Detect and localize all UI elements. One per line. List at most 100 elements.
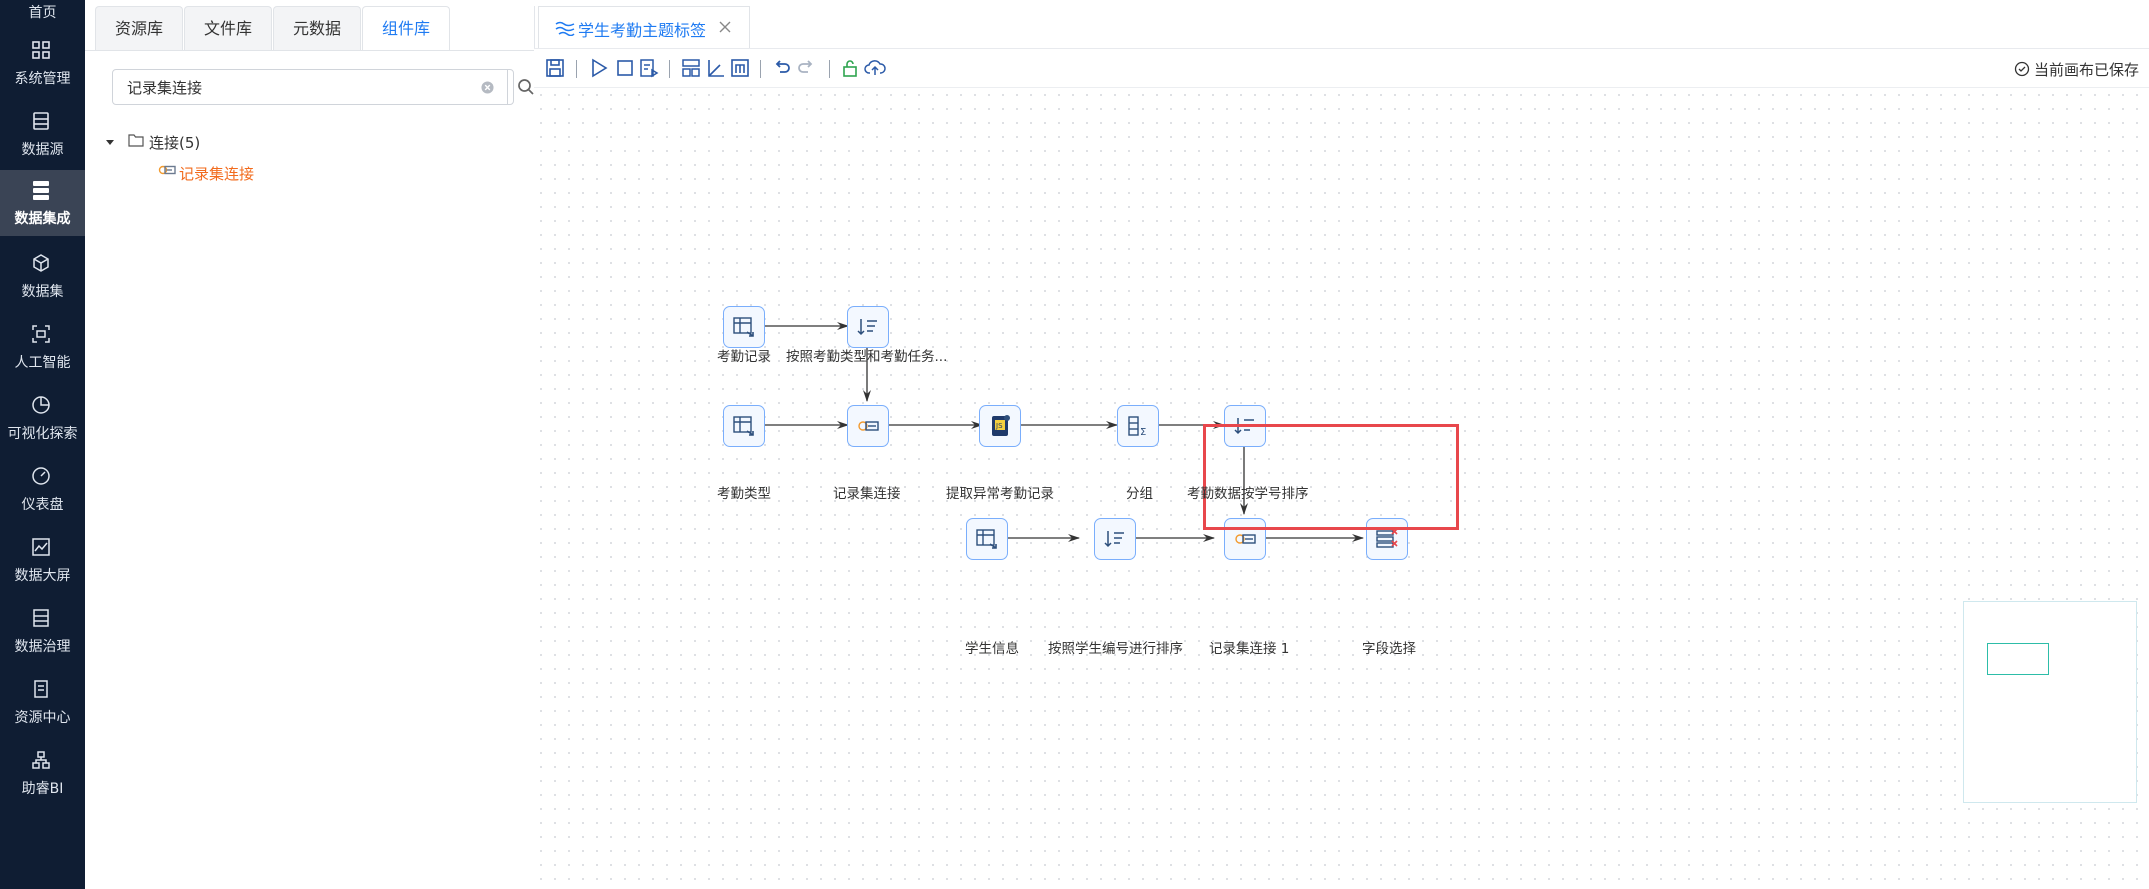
- close-icon[interactable]: [719, 21, 731, 33]
- node-label: 字段选择: [1362, 641, 1416, 657]
- pie-chart-icon: [32, 396, 50, 414]
- caret-down-icon[interactable]: [105, 137, 115, 147]
- tab-label: 资源库: [114, 19, 163, 38]
- save-icon[interactable]: [545, 58, 565, 78]
- toolbar-separator: [669, 60, 670, 78]
- grid-icon: [32, 41, 50, 59]
- svg-text:Σ: Σ: [1140, 427, 1146, 438]
- tree-item-label: 记录集连接: [179, 165, 255, 183]
- table-input-icon: [733, 416, 754, 436]
- nav-item-governance[interactable]: 数据治理: [0, 598, 85, 664]
- node-field-select[interactable]: [1366, 518, 1408, 560]
- component-panel: 资源库 文件库 元数据 组件库 连接(5) 记录集连接: [85, 0, 535, 889]
- tab-flow-editor[interactable]: 学生考勤主题标签: [538, 6, 750, 49]
- nav-label: 数据集: [21, 284, 64, 300]
- canvas-toolbar: 当前画布已保存: [534, 49, 2149, 88]
- minimap[interactable]: [1963, 601, 2137, 803]
- top-strip: [534, 0, 2149, 6]
- node-sort-by-student-number[interactable]: [1094, 518, 1136, 560]
- tab-divider: [534, 48, 2149, 49]
- nav-label: 数据集成: [14, 211, 71, 227]
- sort-icon: [1104, 531, 1124, 548]
- align-icon[interactable]: [706, 58, 726, 78]
- nav-label: 数据治理: [14, 639, 71, 655]
- node-label: 考勤记录: [717, 349, 771, 365]
- node-sort-attendance-type[interactable]: [847, 306, 889, 348]
- list-icon: [33, 609, 49, 627]
- nav-item-system[interactable]: 系统管理: [0, 30, 85, 96]
- tab-file-library[interactable]: 文件库: [184, 6, 272, 51]
- node-attendance-type[interactable]: [723, 405, 765, 447]
- node-label: 分组: [1126, 486, 1153, 502]
- flow-icon: [555, 21, 575, 36]
- nav-item-bi[interactable]: 助睿BI: [0, 740, 85, 806]
- layout-icon[interactable]: [681, 58, 701, 78]
- nav-label: 助睿BI: [21, 781, 64, 797]
- preview-icon[interactable]: [639, 58, 659, 78]
- node-student-info[interactable]: [966, 518, 1008, 560]
- node-label: 按照考勤类型和考勤任务...: [786, 349, 948, 365]
- upload-cloud-icon[interactable]: [864, 58, 886, 78]
- tab-metadata[interactable]: 元数据: [273, 6, 361, 51]
- node-extract-abnormal[interactable]: JS: [979, 405, 1021, 447]
- svg-text:JS: JS: [995, 422, 1003, 430]
- nav-item-dashboard[interactable]: 仪表盘: [0, 456, 85, 522]
- node-label: 按照学生编号进行排序: [1048, 641, 1183, 657]
- search-input[interactable]: [125, 74, 429, 100]
- stop-icon[interactable]: [615, 58, 635, 78]
- run-icon[interactable]: [589, 58, 609, 78]
- table-input-icon: [733, 317, 754, 337]
- server-icon: [33, 181, 49, 200]
- redo-icon[interactable]: [796, 58, 816, 78]
- clear-icon[interactable]: [481, 81, 494, 94]
- tab-label: 文件库: [203, 19, 252, 38]
- selection-highlight: [1203, 424, 1459, 530]
- nav-label: 可视化探索: [7, 426, 78, 442]
- undo-icon[interactable]: [772, 58, 792, 78]
- left-nav: 首页 系统管理 数据源 数据集成 数据集 人工智能 可视化探索 仪表盘 数据大屏…: [0, 0, 85, 889]
- nav-item-resources[interactable]: 资源中心: [0, 669, 85, 735]
- ai-scan-icon: [32, 325, 50, 343]
- nav-item-home[interactable]: 首页: [0, 0, 85, 30]
- node-label: 考勤类型: [717, 486, 771, 502]
- group-sum-icon: Σ: [1128, 416, 1146, 438]
- join-icon: [1235, 534, 1256, 544]
- save-status-text: 当前画布已保存: [2033, 61, 2139, 79]
- sort-icon: [857, 319, 877, 336]
- tab-label: 组件库: [381, 19, 430, 38]
- join-icon: [158, 165, 176, 175]
- save-status: 当前画布已保存: [2014, 59, 2139, 79]
- tab-resource-library[interactable]: 资源库: [95, 6, 183, 51]
- node-attendance-records[interactable]: [723, 306, 765, 348]
- nav-item-datasource[interactable]: 数据源: [0, 101, 85, 167]
- tree-item-record-join[interactable]: 记录集连接: [155, 162, 375, 184]
- toolbar-separator: [760, 60, 761, 78]
- node-label: 提取异常考勤记录: [946, 486, 1054, 502]
- folder-icon: [128, 134, 144, 147]
- unlock-icon[interactable]: [840, 58, 860, 78]
- nav-item-integration[interactable]: 数据集成: [0, 170, 85, 236]
- flow-canvas[interactable]: 考勤记录 JS Σ: [534, 88, 2149, 889]
- cube-icon: [33, 254, 49, 272]
- database-icon: [33, 112, 49, 130]
- tree-folder-connections[interactable]: 连接(5): [105, 132, 325, 152]
- grid-snap-icon[interactable]: [730, 58, 750, 78]
- node-label: 记录集连接: [833, 486, 901, 502]
- document-icon: [34, 680, 48, 698]
- node-group[interactable]: Σ: [1117, 405, 1159, 447]
- toolbar-separator: [829, 60, 830, 78]
- nav-item-bigscreen[interactable]: 数据大屏: [0, 527, 85, 593]
- nav-item-dataset[interactable]: 数据集: [0, 243, 85, 309]
- search-button[interactable]: [507, 70, 544, 104]
- gauge-icon: [32, 467, 50, 485]
- minimap-viewport[interactable]: [1987, 643, 2049, 675]
- nav-item-ai[interactable]: 人工智能: [0, 314, 85, 380]
- nav-label: 系统管理: [14, 71, 71, 87]
- node-label: 考勤数据按学号排序: [1187, 486, 1309, 502]
- table-input-icon: [976, 529, 997, 549]
- nav-item-visual[interactable]: 可视化探索: [0, 385, 85, 451]
- node-record-join-1[interactable]: [1224, 518, 1266, 560]
- node-record-join[interactable]: [847, 405, 889, 447]
- tab-component-library[interactable]: 组件库: [362, 6, 450, 51]
- nav-label: 数据大屏: [14, 568, 71, 584]
